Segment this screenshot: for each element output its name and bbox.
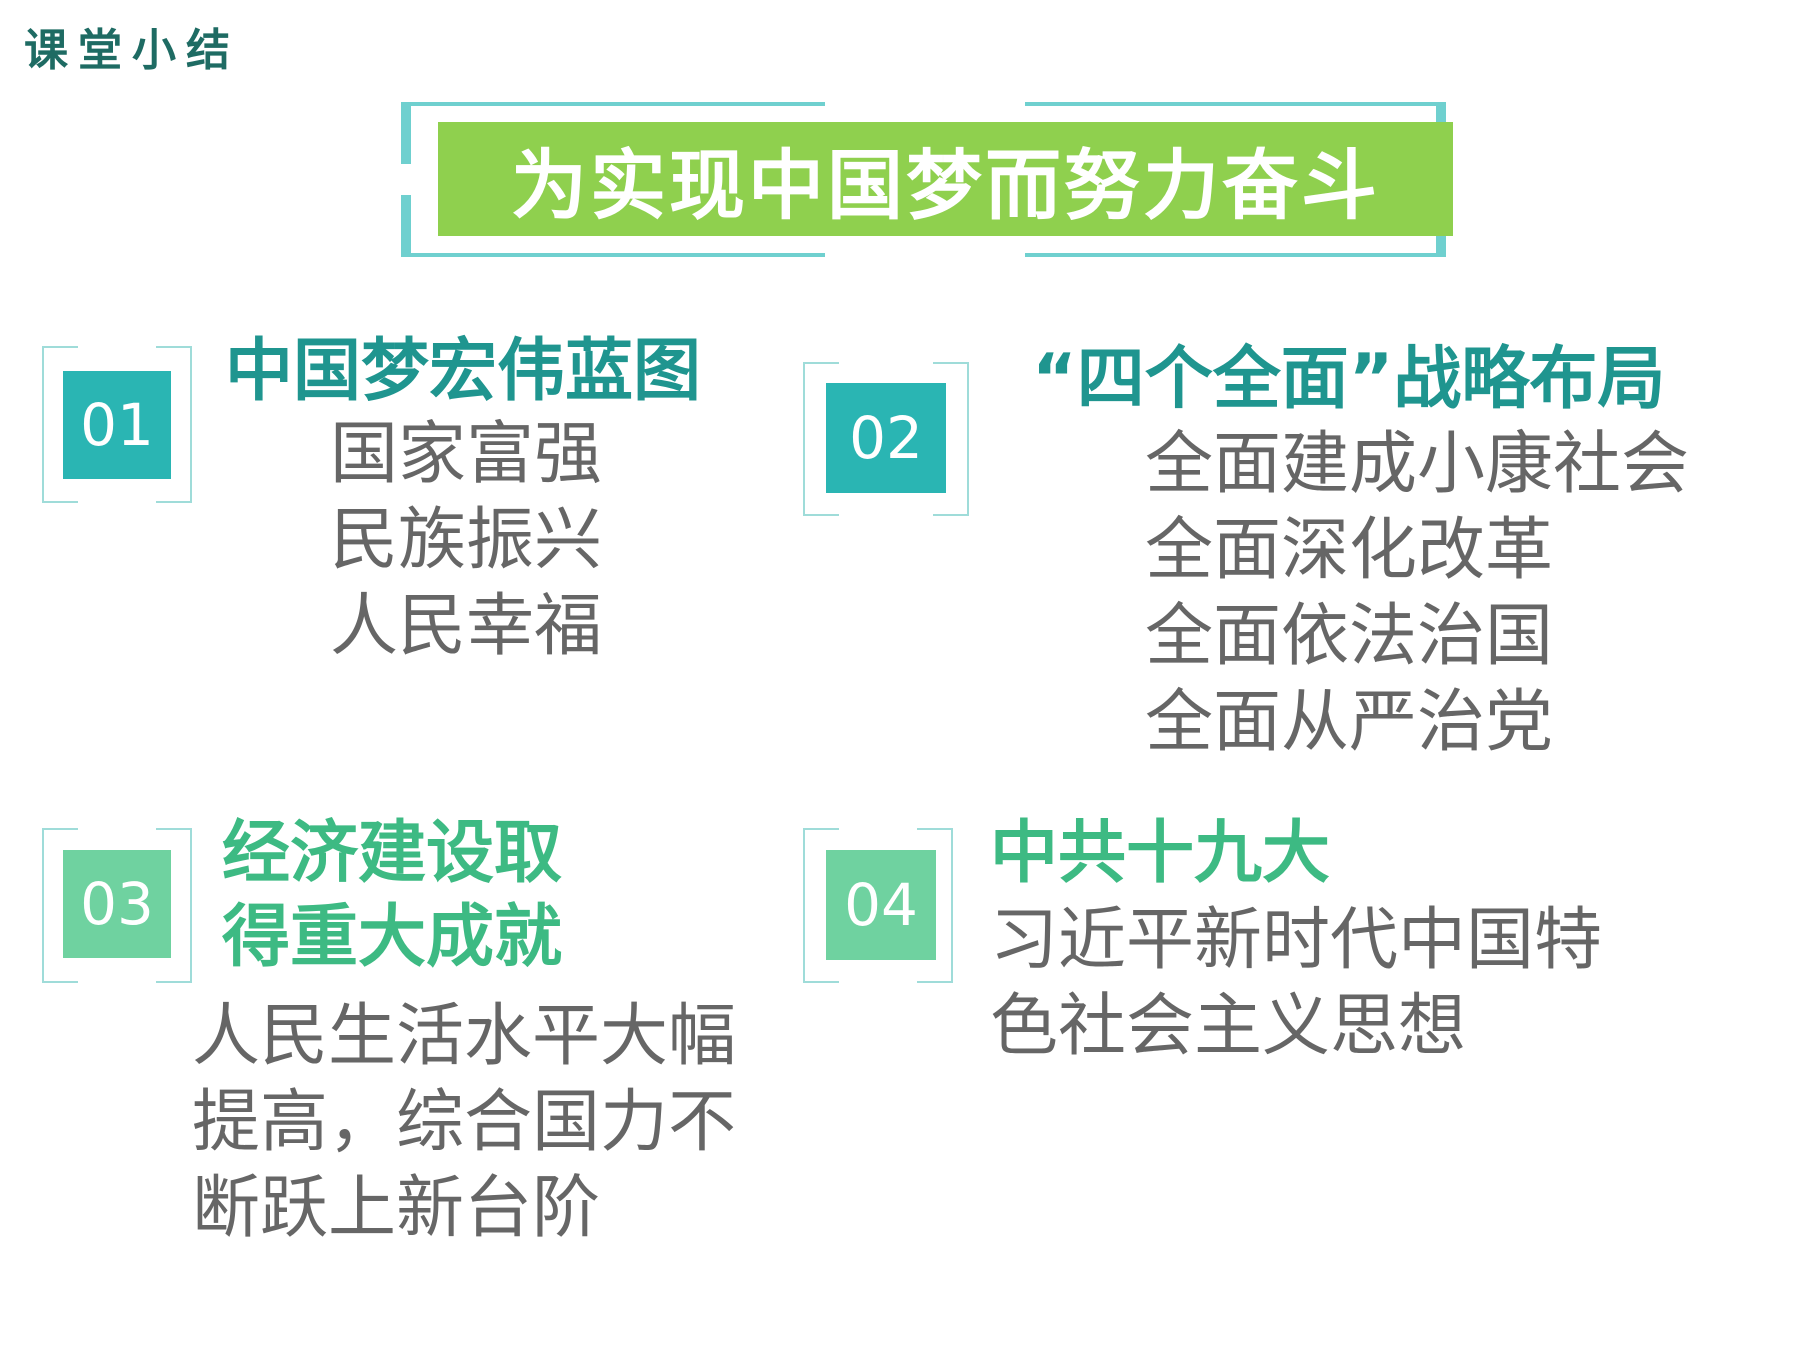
- badge-frame-03: [42, 828, 192, 983]
- section-number-badge: 03: [63, 850, 171, 958]
- list-item: 国家富强: [330, 415, 603, 494]
- section-heading: 中共十九大: [990, 814, 1331, 893]
- page-title: 为实现中国梦而努力奋斗: [438, 122, 1453, 236]
- list-item: 全面深化改革: [1145, 511, 1554, 590]
- list-item: 提高，综合国力不: [192, 1083, 737, 1162]
- list-item: 断跃上新台阶: [192, 1169, 601, 1248]
- list-item: 人民生活水平大幅: [192, 997, 737, 1076]
- section-items: 国家富强 民族振兴 人民幸福: [330, 412, 602, 670]
- badge-frame-02: [803, 362, 969, 516]
- badge-frame-04: [803, 828, 953, 983]
- list-item: 全面建成小康社会: [1145, 425, 1690, 504]
- section-items: 习近平新时代中国特 色社会主义思想: [990, 898, 1602, 1070]
- section-heading: 经济建设取 得重大成就: [222, 814, 563, 977]
- list-item: 习近平新时代中国特: [990, 901, 1603, 980]
- section-heading: 中国梦宏伟蓝图: [225, 332, 702, 411]
- section-items: 人民生活水平大幅 提高，综合国力不 断跃上新台阶: [192, 994, 736, 1252]
- section-number-badge: 01: [63, 371, 171, 479]
- list-item: 全面依法治国: [1145, 597, 1554, 676]
- list-item: 民族振兴: [330, 501, 603, 580]
- section-heading: “四个全面”战略布局: [1032, 340, 1666, 419]
- section-items: 全面建成小康社会 全面深化改革 全面依法治国 全面从严治党: [1145, 422, 1689, 766]
- slide-label: 课堂小结: [24, 25, 240, 76]
- badge-frame-01: [42, 346, 192, 503]
- section-number-badge: 04: [826, 850, 936, 960]
- list-item: 色社会主义思想: [990, 987, 1467, 1066]
- list-item: 人民幸福: [330, 587, 603, 666]
- section-number-badge: 02: [826, 383, 946, 493]
- list-item: 全面从严治党: [1145, 683, 1554, 762]
